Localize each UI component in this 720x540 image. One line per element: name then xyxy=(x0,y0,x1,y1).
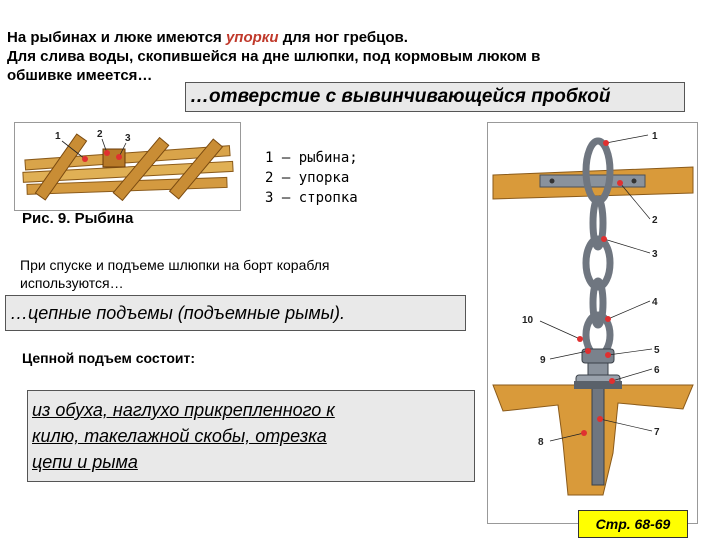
answer3-line3: цепи и рыма xyxy=(32,452,138,472)
callout-1: 1 xyxy=(55,131,61,142)
lower-keel xyxy=(492,381,694,496)
legend-item-3: 3 — стропка xyxy=(265,190,358,206)
upper-beam xyxy=(492,166,694,200)
figure9-legend: 1 — рыбина; 2 — упорка 3 — стропка xyxy=(265,148,358,208)
chain-callout-8: 8 xyxy=(538,437,544,448)
chain-callout-3: 3 xyxy=(652,249,658,260)
legend-item-1: 1 — рыбина; xyxy=(265,150,358,166)
chain-callout-9: 9 xyxy=(540,355,546,366)
question-lifting: При спуске и подъеме шлюпки на борт кора… xyxy=(20,257,330,291)
figure-floorboard: 1 2 3 xyxy=(14,122,241,211)
answer-box-drain-hole: …отверстие с вывинчивающейся пробкой xyxy=(185,82,685,112)
chain-callout-10: 10 xyxy=(522,315,534,326)
figure9-caption: Рис. 9. Рыбина xyxy=(22,210,134,227)
answer-box-chain-parts: из обуха, наглухо прикрепленного к килю,… xyxy=(27,390,475,482)
answer3-line1: из обуха, наглухо прикрепленного к xyxy=(32,400,335,420)
chain-callouts xyxy=(539,134,653,442)
chain-callout-1: 1 xyxy=(652,131,658,142)
floorboard-callouts: 1 2 3 xyxy=(55,129,131,162)
chain-callout-2: 2 xyxy=(652,215,658,226)
intro-accent-word: упорки xyxy=(225,29,279,46)
chain-lift-illustration: 1 2 3 4 5 6 7 8 9 10 xyxy=(492,131,694,496)
intro-line1-start: На рыбинах и люке имеются xyxy=(7,29,226,46)
floorboard-illustration: 1 2 3 xyxy=(22,129,234,202)
chain-callout-6: 6 xyxy=(654,365,660,376)
chain-callout-4: 4 xyxy=(652,297,658,308)
page-reference-badge: Стр. 68-69 xyxy=(578,510,688,538)
intro-text: На рыбинах и люке имеются упорки для ног… xyxy=(7,28,707,85)
chain-callout-5: 5 xyxy=(654,345,660,356)
question-chain-composition: Цепной подъем состоит: xyxy=(22,350,196,366)
answer-box-chain-lifts: …цепные подъемы (подъемные рымы). xyxy=(5,295,466,331)
callout-2: 2 xyxy=(97,129,103,140)
floorboard-planks xyxy=(22,133,234,202)
chain-links xyxy=(582,137,614,359)
answer3-line2: килю, такелажной скобы, отрезка xyxy=(32,426,327,446)
intro-line3: обшивке имеется… xyxy=(7,67,153,84)
callout-3: 3 xyxy=(125,133,131,144)
legend-item-2: 2 — упорка xyxy=(265,170,350,186)
intro-line2: Для слива воды, скопившейся на дне шлюпк… xyxy=(7,48,541,65)
intro-line1-end: для ног гребцов. xyxy=(278,29,408,46)
chain-callout-7: 7 xyxy=(654,427,660,438)
figure-chain-lift: 1 2 3 4 5 6 7 8 9 10 xyxy=(487,122,698,524)
